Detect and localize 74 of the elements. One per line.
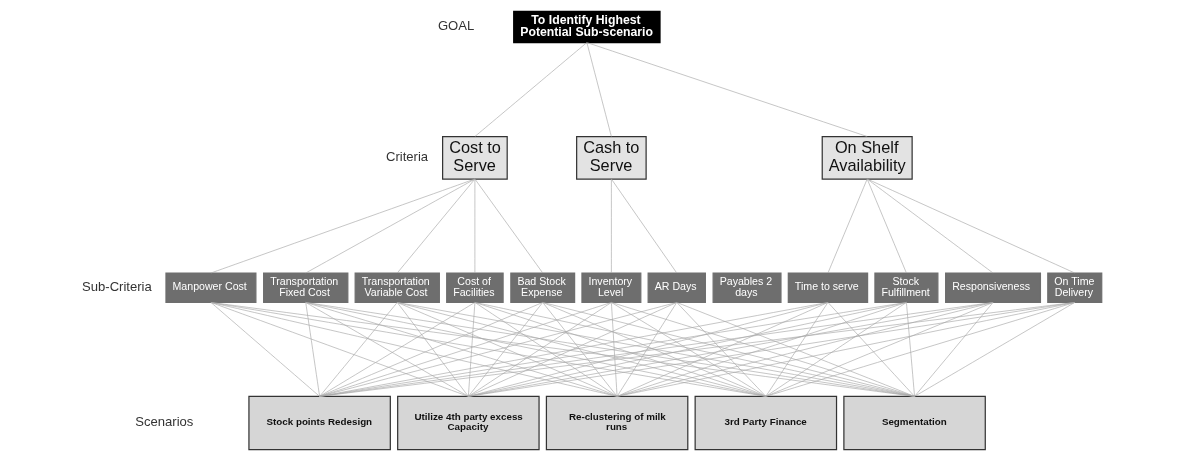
node-box: 3rd Party Finance [694,395,838,451]
connector [319,302,398,397]
connector [906,302,915,397]
connector [586,42,612,137]
connector [474,178,544,274]
node-box: Bad Stock Expense [510,272,576,304]
connector [827,302,915,397]
connector [396,302,618,397]
connector [914,302,994,397]
connector [210,302,320,397]
connector [210,178,476,274]
connector [676,302,767,397]
connector [866,178,1076,274]
node-box: Transportation Variable Cost [354,272,440,304]
connector [396,302,767,397]
connector [611,302,618,397]
connector [866,178,907,274]
node-box: On Time Delivery [1047,272,1103,304]
connector [396,302,469,397]
connector [765,302,994,397]
node-box: On Shelf Availability [821,135,913,180]
connector [765,302,1076,397]
node-box: Re-clustering of milk runs [545,395,689,451]
connector [319,302,544,397]
connector [765,302,829,397]
node-box: Stock points Redesign [248,395,391,451]
connector [210,302,469,397]
node-box: Utilize 4th party excess Capacity [397,395,540,451]
node-box: Inventory Level [581,272,642,304]
label: Sub-Criteria [82,278,152,294]
connector [827,178,868,274]
connector [542,302,767,397]
label: Criteria [386,148,429,164]
connector [210,302,767,397]
node-box: Responsiveness [945,272,1042,304]
node-box: To Identify Highest Potential Sub-scenario [513,10,661,44]
connector [616,302,994,397]
connector [866,178,994,274]
node-box: Time to serve [787,272,869,304]
node-box: Stock Fulfillment [874,272,939,304]
connector [616,302,678,397]
connector [765,302,907,397]
node-box: Payables 2 days [712,272,782,304]
connector [616,302,829,397]
connector [474,302,767,397]
connector [474,42,588,137]
label: Scenarios [135,414,194,430]
connector [542,302,618,397]
node-box: Cost to Serve [442,135,508,180]
connector [616,302,1076,397]
label: GOAL [437,18,475,34]
connector [319,302,678,397]
connector [676,302,915,397]
connector [305,178,476,274]
connector [586,42,868,137]
connector [468,302,829,397]
connector [611,178,678,274]
connector [611,178,612,274]
node-box: Cost of Facilities [446,272,504,304]
connector [468,302,678,397]
connector [474,178,476,274]
node-box: Segmentation [843,395,986,451]
connector [468,302,476,397]
connector [611,302,767,397]
node-box: Cash to Serve [576,135,647,180]
connector [914,302,1076,397]
connector [210,302,618,397]
node-box: AR Days [647,272,706,304]
node-box: Transportation Fixed Cost [263,272,349,304]
connector [305,302,320,397]
node-box: Manpower Cost [165,272,257,304]
connector [542,302,915,397]
connector [468,302,544,397]
connector [396,178,476,274]
